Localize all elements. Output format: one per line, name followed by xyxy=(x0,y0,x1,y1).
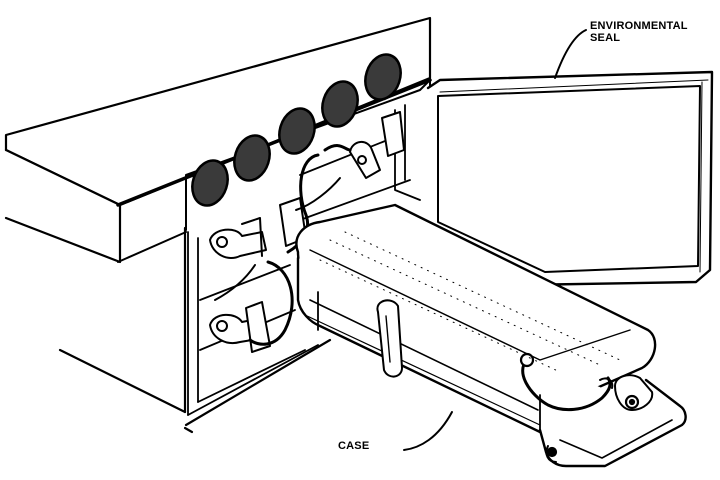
vent-grille xyxy=(321,80,359,128)
battery-case xyxy=(295,203,687,468)
vent-grille xyxy=(364,53,402,101)
environmental-seal-label-line1: ENVIRONMENTAL xyxy=(590,20,688,32)
case-leader-line xyxy=(403,411,453,451)
vent-grille xyxy=(278,107,316,155)
environmental-seal xyxy=(426,70,714,287)
callout-leaders xyxy=(403,29,587,451)
rear-hardware xyxy=(209,111,405,353)
vent-grilles xyxy=(191,53,402,207)
environmental-seal-label: ENVIRONMENTAL SEAL xyxy=(590,20,688,44)
vent-grille xyxy=(233,134,271,182)
environmental-seal-label-line2: SEAL xyxy=(590,32,621,44)
seal-leader-line xyxy=(554,29,587,79)
lid-texture xyxy=(319,231,621,373)
case-label: CASE xyxy=(338,440,370,452)
vent-grille xyxy=(191,159,229,207)
drawer-cavity xyxy=(187,104,421,416)
vent-panel xyxy=(185,53,431,231)
